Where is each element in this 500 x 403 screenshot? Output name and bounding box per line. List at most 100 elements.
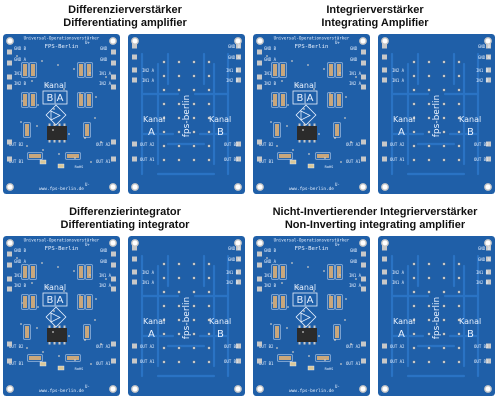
label-gnd-a: GND A [264, 57, 277, 62]
board-panel-1: Differenzierverstärker Differentiating a… [0, 0, 250, 201]
solder-pad [382, 279, 387, 285]
mounting-hole [109, 385, 117, 393]
opamp-symbol [295, 104, 317, 126]
solder-pad [111, 276, 116, 282]
label-out-b2: OUT B2 [259, 142, 274, 147]
solder-pad [111, 60, 116, 66]
label-vplus: U+ [335, 242, 340, 247]
solder-pad [361, 358, 366, 364]
pad-grid [382, 245, 491, 364]
solder-pad [236, 269, 241, 275]
back-brand: fps-berlin [432, 95, 442, 137]
mounting-hole [109, 37, 117, 45]
kanal-box [42, 292, 68, 307]
label-in2-a: IN2 A [392, 68, 405, 73]
label-in1-a: IN1 A [142, 78, 155, 83]
solder-pad [236, 67, 241, 73]
label-in2-b: IN2 B [264, 283, 277, 288]
back-brand: fps-berlin [182, 95, 192, 137]
kanal-label: Kanal [294, 81, 316, 90]
label-in1-a: IN1 A [99, 273, 112, 278]
label-gnd: GND [350, 46, 358, 51]
caption-german: Nicht-Invertierender Integrierverstärker [272, 206, 478, 218]
kanal-box [292, 90, 318, 105]
panel-caption: Integrierverstärker Integrating Amplifie… [250, 4, 500, 30]
label-out-a2: OUT A2 [140, 344, 155, 349]
label-gnd-b: GND B [264, 46, 277, 51]
mounting-hole [381, 183, 389, 191]
label-out-a2: OUT A2 [96, 344, 111, 349]
solder-pad [257, 276, 262, 282]
solder-pad [257, 251, 262, 257]
solder-pad [361, 139, 366, 145]
solder-pad [236, 141, 241, 147]
label-gnd-b: GND B [228, 44, 241, 49]
kanal-box [42, 90, 68, 105]
label-gnd-b: GND B [478, 246, 491, 251]
solder-pad [382, 156, 387, 162]
board-panel-2: Integrierverstärker Integrating Amplifie… [250, 0, 500, 201]
caption-german: Differenzierintegrator [69, 206, 181, 218]
solder-pad [361, 60, 366, 66]
rohs-mark: RoHS [325, 367, 334, 371]
solder-pad [132, 141, 137, 147]
label-gnd-a: GND A [478, 257, 491, 262]
board-website: www.fps-berlin.de [289, 388, 334, 394]
panel-caption: Differenzierverstärker Differentiating a… [0, 4, 250, 30]
solder-pad [132, 245, 137, 251]
solder-pad [257, 341, 262, 347]
board-website: www.fps-berlin.de [39, 388, 84, 394]
solder-pad [257, 262, 262, 268]
caption-german: Differenzierverstärker [68, 4, 182, 16]
label-out-a2: OUT A2 [140, 142, 155, 147]
mounting-hole [359, 385, 367, 393]
solder-pad [7, 84, 12, 90]
solder-pad [361, 251, 366, 257]
copper-traces [140, 254, 230, 378]
label-gnd-b: GND B [228, 246, 241, 251]
solder-pad [486, 54, 491, 60]
kanal-a: A [148, 127, 155, 138]
solder-pad [361, 156, 366, 162]
pad-row-left [257, 251, 262, 364]
mounting-hole [234, 385, 242, 393]
solder-pad [486, 245, 491, 251]
label-in1-b: IN1 B [226, 270, 239, 275]
label-in2-b: IN2 B [264, 81, 277, 86]
solder-pad [257, 60, 262, 66]
panel-caption: Differenzierintegrator Differentiating i… [0, 206, 250, 232]
kanal-a: A [398, 329, 405, 340]
mounting-hole [256, 183, 264, 191]
solder-pad [361, 276, 366, 282]
copper-traces [390, 52, 480, 176]
kanal-label: Kanal [44, 283, 66, 292]
solder-pad [361, 84, 366, 90]
mounting-hole [381, 37, 389, 45]
label-in1-a: IN1 A [142, 280, 155, 285]
label-out-a1: OUT A1 [140, 157, 155, 162]
mounting-hole [131, 239, 139, 247]
solder-pad [7, 251, 12, 257]
mounting-hole [381, 239, 389, 247]
solder-pad [132, 343, 137, 349]
pad-row-right [361, 251, 366, 364]
caption-english: Differentiating amplifier [63, 17, 187, 29]
solder-pad [111, 84, 116, 90]
label-in2-a: IN2 A [99, 81, 112, 86]
label-gnd-b: GND B [14, 46, 27, 51]
mounting-hole [109, 239, 117, 247]
solder-pad [132, 54, 137, 60]
pcb-front-photo: Universal-Operationsverstärker FPS-Berli… [3, 236, 120, 396]
solder-pad [382, 141, 387, 147]
solder-pad [382, 256, 387, 262]
mounting-hole [6, 239, 14, 247]
solder-pad [111, 358, 116, 364]
solder-pad [132, 67, 137, 73]
label-gnd: GND [100, 57, 108, 62]
label-in1-a: IN1 A [392, 78, 405, 83]
label-out-a1: OUT A1 [96, 361, 111, 366]
label-in2-b: IN2 B [14, 81, 27, 86]
copper-traces [140, 52, 230, 176]
label-gnd: GND [100, 259, 108, 264]
label-gnd-a: GND A [228, 55, 241, 60]
